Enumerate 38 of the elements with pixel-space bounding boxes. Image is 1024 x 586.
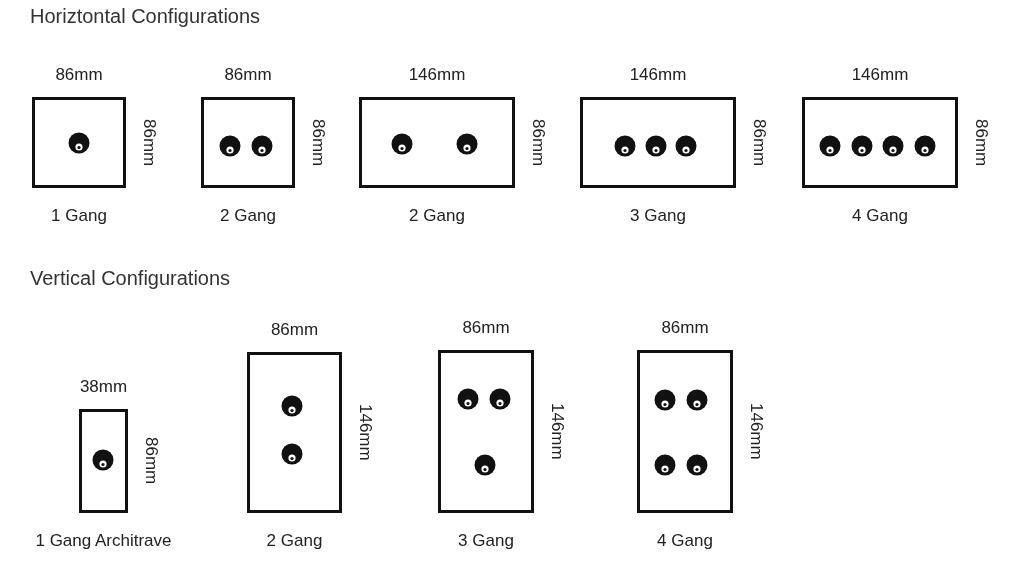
switch-plate bbox=[247, 352, 342, 513]
dimension-label: 146mm bbox=[629, 65, 687, 83]
switch-plate bbox=[79, 409, 128, 513]
switch-plate bbox=[359, 97, 515, 188]
plate-label: 4 Gang bbox=[657, 531, 713, 549]
dimension-label: 86mm bbox=[224, 65, 272, 83]
dimension-label: 86mm bbox=[462, 318, 510, 336]
switch-plate bbox=[580, 97, 736, 188]
switch-plate bbox=[637, 350, 733, 513]
plate-label: 4 Gang bbox=[852, 206, 908, 224]
dimension-label: 86mm bbox=[270, 320, 319, 338]
dimension-label: 86mm bbox=[972, 118, 990, 167]
plate-label: 1 Gang Architrave bbox=[35, 531, 172, 549]
dimension-label: 86mm bbox=[661, 318, 709, 336]
switch-plate bbox=[32, 97, 126, 188]
dimension-label: 86mm bbox=[309, 118, 327, 167]
plate-label: 3 Gang bbox=[458, 531, 514, 549]
switch-plate bbox=[201, 97, 295, 188]
switch-plate bbox=[802, 97, 958, 188]
dimension-label: 146mm bbox=[747, 403, 765, 460]
dimension-label: 146mm bbox=[356, 404, 374, 461]
plate-label: 2 Gang bbox=[220, 206, 276, 224]
plate-label: 3 Gang bbox=[630, 206, 686, 224]
plate-label: 1 Gang bbox=[51, 206, 107, 224]
switch-plate bbox=[438, 350, 534, 513]
dimension-label: 86mm bbox=[142, 437, 160, 485]
section-heading: Vertical Configurations bbox=[30, 268, 231, 288]
dimension-label: 146mm bbox=[851, 65, 909, 83]
dimension-label: 38mm bbox=[79, 377, 128, 395]
section-heading: Horiztontal Configurations bbox=[30, 6, 261, 26]
dimension-label: 86mm bbox=[55, 65, 103, 83]
plate-label: 2 Gang bbox=[409, 206, 465, 224]
dimension-label: 146mm bbox=[548, 403, 566, 460]
dimension-label: 86mm bbox=[529, 118, 547, 167]
dimension-label: 86mm bbox=[140, 118, 158, 167]
plate-label: 2 Gang bbox=[266, 531, 323, 549]
dimension-label: 146mm bbox=[408, 65, 466, 83]
dimension-label: 86mm bbox=[750, 118, 768, 167]
